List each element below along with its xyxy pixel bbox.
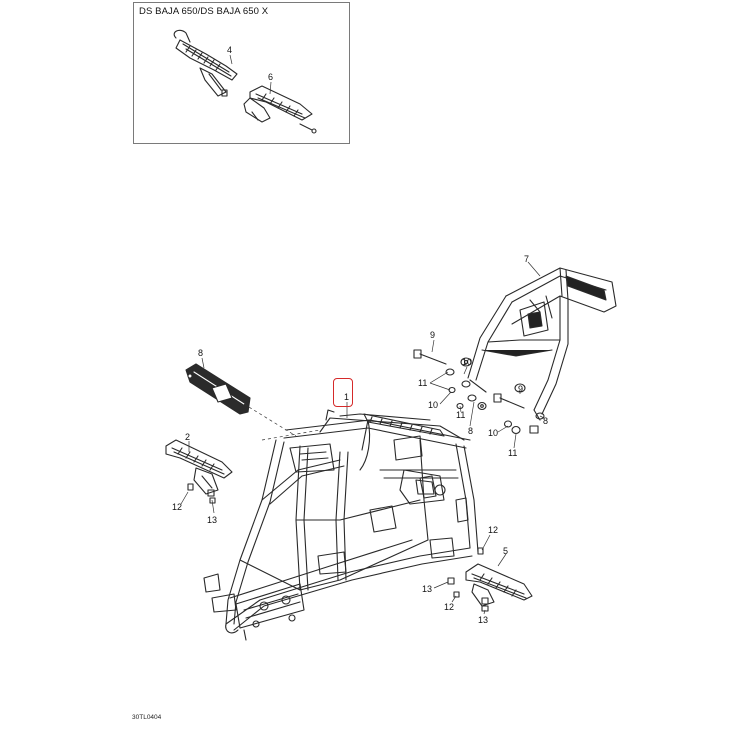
fasteners (187, 349, 545, 612)
inset-footrest-5 (243, 85, 317, 134)
callout-11-mid: 11 (456, 410, 465, 420)
inset-title: DS BAJA 650/DS BAJA 650 X (139, 6, 269, 17)
callout-4: 5 (503, 546, 508, 556)
inset-frame (133, 2, 350, 144)
callout-1: 1 (344, 392, 349, 402)
rear-subframe (467, 267, 617, 421)
callout-12-left: 12 (172, 502, 182, 512)
callout-8-mid: 8 (468, 426, 473, 436)
callout-7: 8 (198, 348, 203, 358)
callout-11-right: 11 (508, 448, 517, 458)
inset-footrest-3 (173, 29, 238, 97)
callout-3: 4 (227, 45, 232, 55)
callout-13-right-bottom: 13 (478, 615, 488, 625)
callout-labels: 4 6 7 8 1 2 9 10 11 10 11 8 9 8 10 11 12… (172, 45, 548, 625)
leader-lines (180, 54, 545, 615)
callout-6: 7 (524, 254, 529, 264)
callout-13-left: 13 (207, 515, 217, 525)
callout-11-left: 11 (418, 378, 427, 388)
callout-2: 2 (185, 432, 190, 442)
callout-10-upper: 10 (462, 357, 472, 367)
footrest-2 (165, 439, 233, 497)
callout-1-highlight (333, 378, 353, 407)
bracket-7 (185, 363, 251, 415)
callout-12-right-bottom: 12 (444, 602, 454, 612)
callout-9-upper: 9 (430, 330, 435, 340)
callout-5: 6 (268, 72, 273, 82)
drawing-code: 30TL0404 (132, 714, 162, 721)
callout-9-right: 9 (518, 384, 523, 394)
main-frame (203, 409, 479, 641)
callout-10-right: 10 (488, 428, 498, 438)
callout-8-right: 8 (543, 416, 548, 426)
footrest-4 (465, 563, 533, 607)
callout-10-left: 10 (428, 400, 438, 410)
callout-12-right-top: 12 (488, 525, 498, 535)
callout-13-right-left: 13 (422, 584, 432, 594)
